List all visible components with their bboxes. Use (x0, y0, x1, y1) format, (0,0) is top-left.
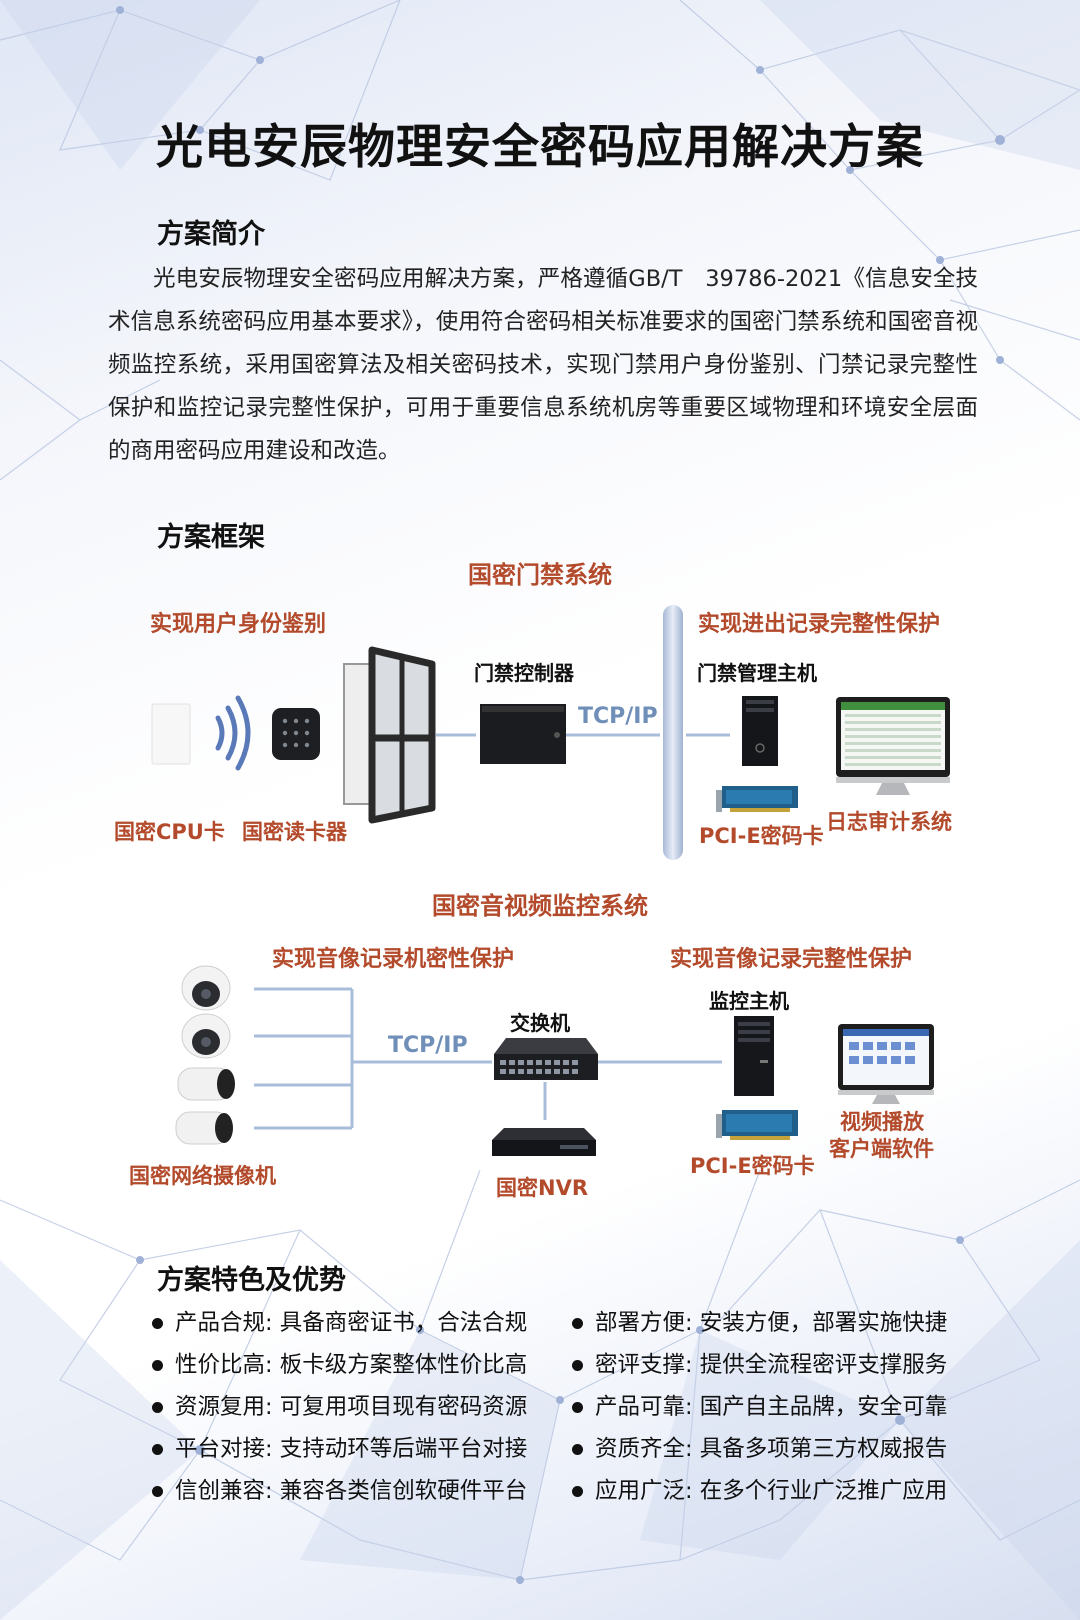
monitor-host-label: 监控主机 (709, 989, 789, 1013)
video-pcie-card-icon (716, 1110, 798, 1140)
features-left-list: 产品合规: 具备商密证书，合法合规 性价比高: 板卡级方案整体性价比高 资源复用… (152, 1302, 527, 1512)
intro-heading: 方案简介 (157, 219, 265, 250)
access-protocol-label: TCP/IP (578, 704, 658, 729)
card-reader-label: 国密读卡器 (242, 820, 347, 844)
cpu-card-icon (151, 703, 191, 765)
access-system-title: 国密门禁系统 (468, 561, 612, 589)
framework-heading: 方案框架 (157, 522, 265, 553)
features-right-list: 部署方便: 安装方便，部署实施快捷 密评支撑: 提供全流程密评支撑服务 产品可靠… (572, 1302, 947, 1512)
network-switch-icon (494, 1038, 598, 1080)
access-pcie-label: PCI-E密码卡 (699, 824, 824, 848)
feature-item: 部署方便: 安装方便，部署实施快捷 (572, 1302, 947, 1344)
feature-item: 资源复用: 可复用项目现有密码资源 (152, 1386, 527, 1428)
bullet-icon (152, 1401, 163, 1413)
bullet-icon (572, 1485, 583, 1497)
page-title: 光电安辰物理安全密码应用解决方案 (156, 120, 924, 175)
bullet-icon (152, 1317, 163, 1329)
nvr-label: 国密NVR (496, 1176, 588, 1200)
feature-item: 密评支撑: 提供全流程密评支撑服务 (572, 1344, 947, 1386)
bullet-camera-icon (175, 1111, 233, 1145)
feature-item: 应用广泛: 在多个行业广泛推广应用 (572, 1470, 947, 1512)
audit-monitor-icon (836, 697, 950, 795)
feature-item: 资质齐全: 具备多项第三方权威报告 (572, 1428, 947, 1470)
dome-camera-icon (181, 965, 231, 1011)
camera-label: 国密网络摄像机 (129, 1164, 276, 1188)
video-system-title: 国密音视频监控系统 (432, 892, 648, 920)
card-reader-icon (272, 708, 320, 760)
bullet-icon (152, 1443, 163, 1455)
network-backbone (663, 605, 683, 860)
wireless-signal-icon (215, 695, 251, 771)
controller-label: 门禁控制器 (474, 661, 574, 685)
intro-text: 光电安辰物理安全密码应用解决方案，严格遵循GB/T 39786-2021《信息安… (108, 266, 978, 464)
access-pcie-card-icon (716, 786, 798, 812)
feature-item: 信创兼容: 兼容各类信创软硬件平台 (152, 1470, 527, 1512)
bullet-icon (572, 1443, 583, 1455)
door-icon (343, 646, 436, 824)
bullet-camera-icon (177, 1067, 235, 1101)
monitor-host-tower-icon (734, 1016, 774, 1096)
feature-item: 性价比高: 板卡级方案整体性价比高 (152, 1344, 527, 1386)
access-host-tower-icon (742, 696, 778, 766)
dome-camera-icon (181, 1013, 231, 1059)
video-protocol-label: TCP/IP (388, 1033, 468, 1058)
nvr-icon (492, 1128, 596, 1156)
bullet-icon (572, 1401, 583, 1413)
video-pcie-label: PCI-E密码卡 (690, 1154, 815, 1178)
client-label-1: 视频播放 (840, 1110, 924, 1134)
intro-paragraph: 光电安辰物理安全密码应用解决方案，严格遵循GB/T 39786-2021《信息安… (108, 258, 978, 473)
feature-item: 产品合规: 具备商密证书，合法合规 (152, 1302, 527, 1344)
video-left-caption: 实现音像记录机密性保护 (272, 947, 515, 972)
cpu-card-label: 国密CPU卡 (114, 820, 225, 844)
bullet-icon (152, 1359, 163, 1371)
features-heading: 方案特色及优势 (157, 1265, 346, 1296)
client-monitor-icon (838, 1024, 934, 1104)
switch-label: 交换机 (510, 1011, 570, 1035)
audit-system-label: 日志审计系统 (826, 810, 952, 834)
access-right-caption: 实现进出记录完整性保护 (698, 612, 941, 637)
access-left-caption: 实现用户身份鉴别 (150, 612, 327, 637)
client-label-2: 客户端软件 (829, 1137, 934, 1161)
feature-item: 平台对接: 支持动环等后端平台对接 (152, 1428, 527, 1470)
access-host-label: 门禁管理主机 (697, 661, 817, 685)
access-controller-icon (480, 704, 566, 764)
video-right-caption: 实现音像记录完整性保护 (670, 947, 913, 972)
bullet-icon (152, 1485, 163, 1497)
feature-item: 产品可靠: 国产自主品牌，安全可靠 (572, 1386, 947, 1428)
bullet-icon (572, 1317, 583, 1329)
bullet-icon (572, 1359, 583, 1371)
